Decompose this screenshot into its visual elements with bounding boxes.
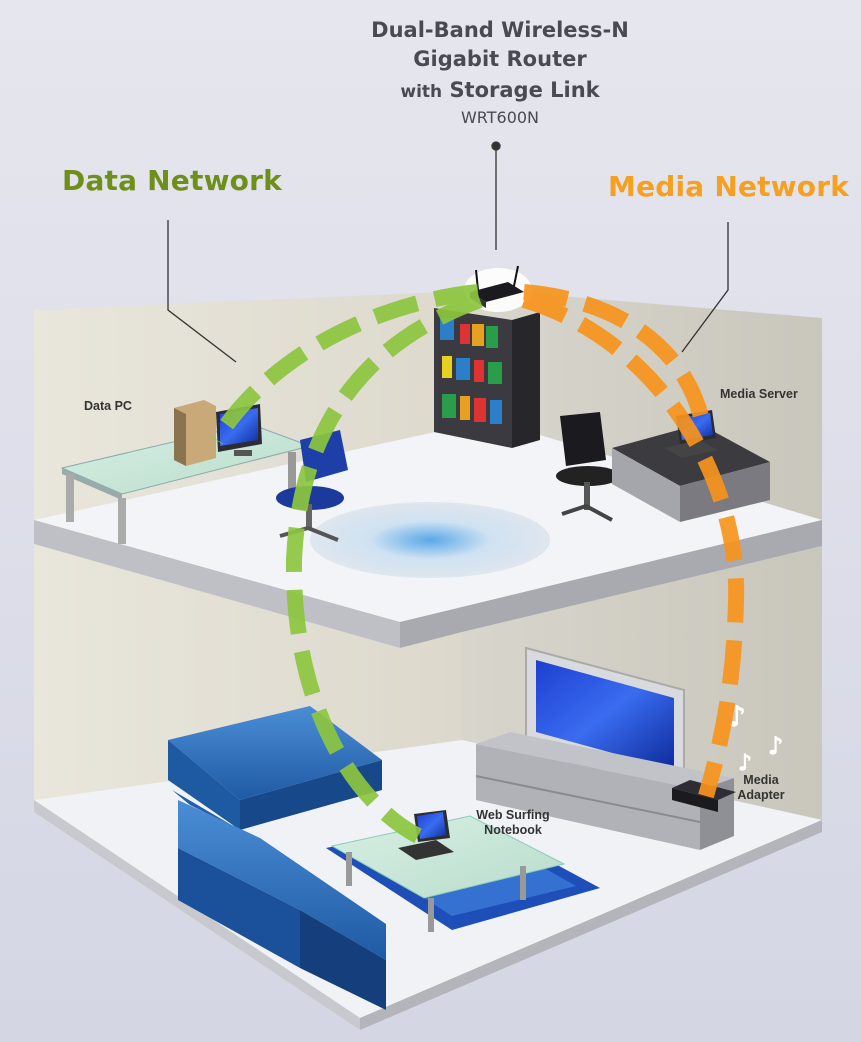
tv-stand: [475, 732, 734, 850]
data-network-link: [209, 284, 483, 844]
data-network-label: Data Network: [62, 164, 282, 197]
data-pc-label: Data PC: [84, 399, 132, 413]
router-title-prefix: with: [400, 82, 443, 102]
black-office-chair: [556, 412, 620, 522]
notebook-label-line2: Notebook: [484, 823, 542, 837]
router-model: WRT600N: [460, 108, 540, 127]
media-network-link: [521, 284, 745, 799]
router-title-line3: with Storage Link: [300, 78, 700, 102]
notebook-laptop-icon: [398, 810, 454, 860]
media-adapter-label-line2: Adapter: [737, 788, 785, 802]
callout-lines: [167, 141, 729, 363]
notebook-label-line1: Web Surfing: [476, 808, 550, 822]
desktop-pc-icon: [174, 400, 262, 466]
router-title-line2: Gigabit Router: [413, 47, 587, 71]
media-adapter-label-line1: Media: [743, 773, 779, 787]
media-network-label: Media Network: [608, 170, 850, 203]
media-server-label: Media Server: [720, 387, 798, 401]
media-adapter-label: Media Adapter: [726, 773, 796, 803]
svg-text:♪: ♪: [738, 751, 752, 776]
svg-text:♪: ♪: [768, 732, 783, 760]
router-title-main: Storage Link: [449, 78, 600, 102]
router-icon: [464, 265, 532, 312]
upper-rug: [310, 502, 550, 578]
router-title-line1: Dual-Band Wireless-N: [371, 18, 629, 42]
bookshelf-icon: [434, 308, 540, 448]
notebook-label: Web Surfing Notebook: [468, 808, 558, 838]
